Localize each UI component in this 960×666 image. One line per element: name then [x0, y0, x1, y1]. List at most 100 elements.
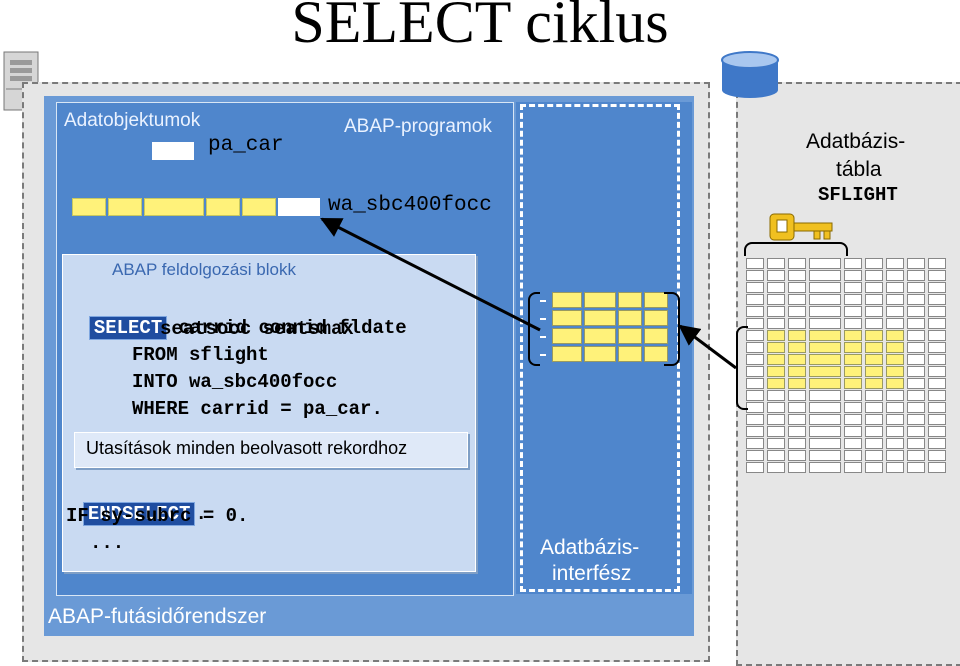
db-table-cell: [886, 282, 904, 293]
db-table-cell: [788, 306, 806, 317]
db-table-cell: [788, 438, 806, 449]
db-table-cell: [928, 294, 946, 305]
db-table-cell: [865, 402, 883, 413]
db-table-cell: [865, 378, 883, 389]
runtime-label: ABAP-futásidőrendszer: [48, 605, 267, 628]
db-table-cell: [788, 342, 806, 353]
db-table-cell: [907, 426, 925, 437]
pa-car-label: pa_car: [208, 134, 284, 157]
db-table-cell: [746, 330, 764, 341]
db-table-label-1: Adatbázis-: [806, 130, 906, 153]
instructions-label: Utasítások minden beolvasott rekordhoz: [86, 438, 408, 458]
db-table-cell: [767, 318, 785, 329]
db-table-cell: [746, 378, 764, 389]
db-table-cell: [767, 426, 785, 437]
db-table-cell: [886, 402, 904, 413]
db-table-cell: [809, 306, 841, 317]
page-title: SELECT ciklus: [291, 0, 669, 55]
db-table-cell: [928, 330, 946, 341]
db-table-cell: [788, 330, 806, 341]
db-table-cell: [809, 270, 841, 281]
buffer-cell: [584, 328, 616, 344]
db-table-cell: [788, 402, 806, 413]
wa-structure: [72, 198, 320, 218]
code-line-1: carrid connid fldate: [167, 317, 407, 339]
db-table-cell: [788, 282, 806, 293]
db-table-cell: [865, 354, 883, 365]
db-table-cell: [865, 414, 883, 425]
db-table-cell: [746, 282, 764, 293]
db-table-cell: [767, 258, 785, 269]
pa-car-field: [152, 142, 194, 160]
db-table-cell: [844, 450, 862, 461]
db-table-cell: [767, 330, 785, 341]
db-table-cell: [844, 318, 862, 329]
db-table-cell: [928, 342, 946, 353]
db-table-cell: [886, 330, 904, 341]
db-table-cell: [809, 426, 841, 437]
db-table-cell: [746, 342, 764, 353]
db-table-cell: [788, 378, 806, 389]
db-table-cell: [844, 330, 862, 341]
db-table-cell: [809, 390, 841, 401]
db-table-cell: [788, 366, 806, 377]
db-table-cell: [767, 366, 785, 377]
db-table-cell: [809, 294, 841, 305]
buffer-cell: [584, 310, 616, 326]
db-table-cell: [767, 450, 785, 461]
db-table-cell: [907, 270, 925, 281]
db-table-cell: [788, 390, 806, 401]
db-table-cell: [886, 462, 904, 473]
db-table-cell: [844, 390, 862, 401]
db-table-cell: [746, 258, 764, 269]
db-table-cell: [767, 270, 785, 281]
buffer-cell: [618, 292, 642, 308]
db-table-cell: [886, 390, 904, 401]
db-table-cell: [928, 390, 946, 401]
buffer-cell: [644, 328, 668, 344]
db-table-cell: [865, 330, 883, 341]
db-table-cell: [809, 450, 841, 461]
endselect-dot: .: [195, 503, 207, 525]
db-table-cell: [844, 426, 862, 437]
db-table-cell: [907, 354, 925, 365]
select-statement: SELECT carrid connid fldate: [66, 288, 407, 342]
db-table-cell: [844, 306, 862, 317]
buffer-cell: [540, 354, 546, 356]
db-table-cell: [865, 342, 883, 353]
buffer-cell: [618, 310, 642, 326]
db-table-cell: [809, 318, 841, 329]
db-table-cell: [844, 414, 862, 425]
db-table-cell: [844, 282, 862, 293]
db-table-cell: [746, 366, 764, 377]
db-table-cell: [865, 306, 883, 317]
buffer-cell: [618, 328, 642, 344]
endselect-statement: ENDSELECT.: [60, 474, 207, 528]
key-icon: [768, 212, 834, 246]
db-table-cell: [746, 306, 764, 317]
db-table-cell: [928, 426, 946, 437]
db-table-cell: [844, 378, 862, 389]
key-bracket: [744, 242, 848, 256]
db-table-cell: [788, 258, 806, 269]
db-table-cell: [746, 318, 764, 329]
db-table-cell: [928, 354, 946, 365]
db-table-cell: [788, 270, 806, 281]
interface-label-1: Adatbázis-: [540, 536, 640, 559]
db-table-cell: [928, 450, 946, 461]
buffer-cell: [644, 346, 668, 362]
db-table-cell: [844, 270, 862, 281]
db-table-cell: [746, 354, 764, 365]
interface-label-2: interfész: [552, 562, 632, 585]
code-line-4: INTO wa_sbc400focc: [132, 371, 338, 393]
db-table-cell: [788, 426, 806, 437]
db-table-cell: [928, 282, 946, 293]
db-table-cell: [907, 342, 925, 353]
db-table-cell: [907, 378, 925, 389]
db-table-cell: [865, 366, 883, 377]
db-table-cell: [844, 402, 862, 413]
db-table-cell: [886, 258, 904, 269]
db-table-cell: [746, 270, 764, 281]
db-table-cell: [809, 330, 841, 341]
